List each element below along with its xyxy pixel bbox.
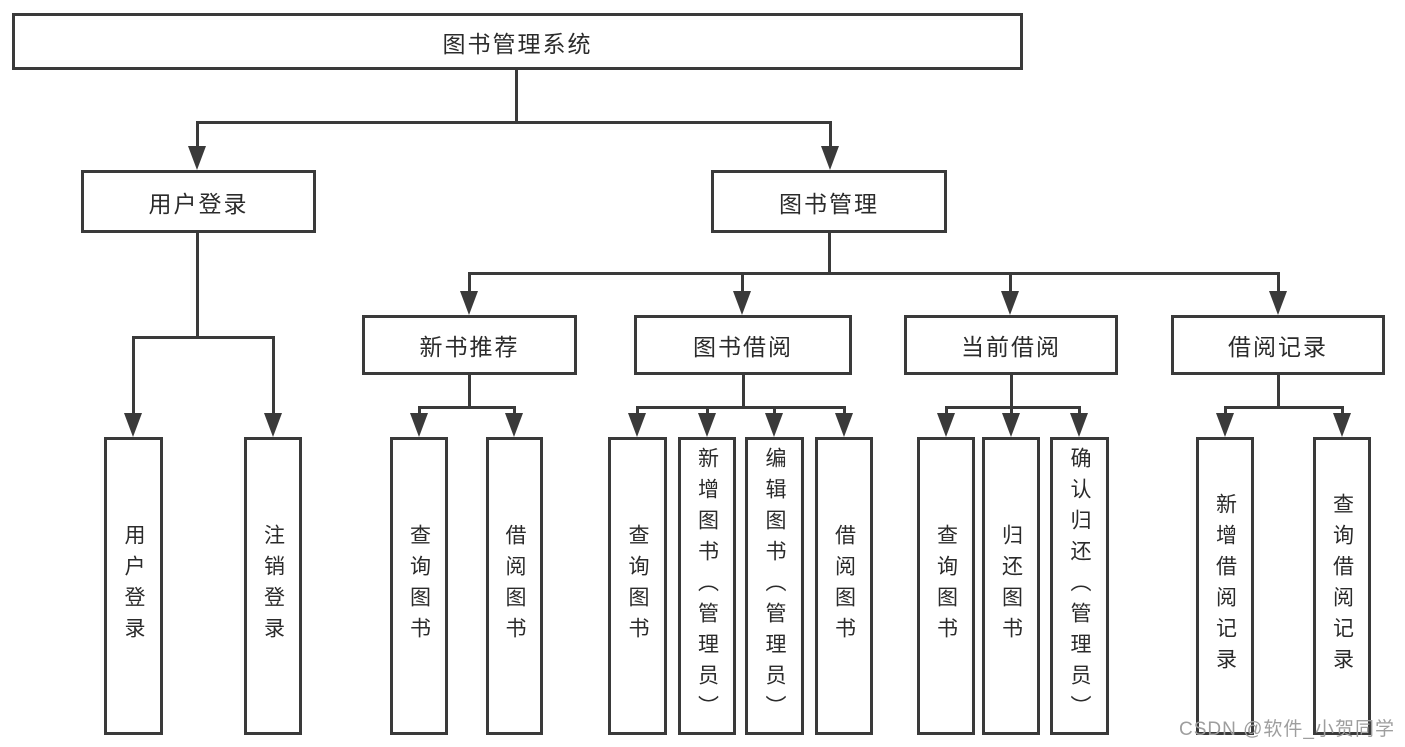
node-book-management: 图书管理 bbox=[711, 170, 947, 233]
connector-line bbox=[132, 336, 275, 339]
connector-line bbox=[196, 121, 832, 124]
node-borrow-records-label: 借阅记录 bbox=[1228, 334, 1328, 360]
arrowhead-down-icon bbox=[937, 413, 955, 437]
leaf-borrow-books-label: 借阅图书 bbox=[832, 524, 856, 648]
connector-line bbox=[1010, 375, 1013, 407]
leaf-add-books-admin: 新增图书（管理员） bbox=[678, 437, 736, 735]
node-user-login: 用户登录 bbox=[81, 170, 316, 233]
connector-line bbox=[741, 272, 744, 294]
connector-line bbox=[1078, 406, 1081, 416]
arrowhead-down-icon bbox=[505, 413, 523, 437]
leaf-confirm-return-admin: 确认归还（管理员） bbox=[1050, 437, 1109, 735]
connector-line bbox=[773, 406, 776, 416]
node-current-borrow: 当前借阅 bbox=[904, 315, 1118, 375]
node-root-label: 图书管理系统 bbox=[442, 30, 593, 57]
connector-line bbox=[468, 272, 471, 294]
node-new-book-recommend: 新书推荐 bbox=[362, 315, 577, 375]
csdn-watermark: CSDN @软件_小贺同学 bbox=[1179, 719, 1395, 740]
arrowhead-down-icon bbox=[1070, 413, 1088, 437]
connector-line bbox=[513, 406, 516, 416]
leaf-borrow-books: 借阅图书 bbox=[815, 437, 873, 735]
connector-line bbox=[945, 406, 948, 416]
connector-line bbox=[196, 121, 199, 149]
connector-line bbox=[1341, 406, 1344, 416]
leaf-confirm-return-admin-label: 确认归还（管理员） bbox=[1068, 446, 1091, 726]
arrowhead-down-icon bbox=[124, 413, 142, 437]
connector-line bbox=[1277, 272, 1280, 294]
connector-line bbox=[843, 406, 846, 416]
leaf-user-login-label: 用户登录 bbox=[122, 524, 145, 648]
leaf-add-borrow-record-label: 新增借阅记录 bbox=[1213, 493, 1237, 679]
leaf-current-query-books: 查询图书 bbox=[917, 437, 975, 735]
connector-line bbox=[196, 233, 199, 337]
connector-line bbox=[132, 336, 135, 416]
connector-line bbox=[1224, 406, 1227, 416]
arrowhead-down-icon bbox=[628, 413, 646, 437]
connector-line bbox=[515, 70, 518, 122]
arrowhead-down-icon bbox=[1333, 413, 1351, 437]
arrowhead-down-icon bbox=[733, 291, 751, 315]
leaf-query-borrow-record-label: 查询借阅记录 bbox=[1330, 493, 1354, 679]
leaf-query-borrow-record: 查询借阅记录 bbox=[1313, 437, 1371, 735]
leaf-edit-books-admin: 编辑图书（管理员） bbox=[745, 437, 804, 735]
connector-line bbox=[1009, 272, 1012, 294]
node-current-borrow-label: 当前借阅 bbox=[961, 334, 1061, 360]
connector-line bbox=[418, 406, 421, 416]
connector-line bbox=[636, 406, 846, 409]
node-book-borrow-label: 图书借阅 bbox=[693, 334, 793, 360]
node-book-borrow: 图书借阅 bbox=[634, 315, 852, 375]
arrowhead-down-icon bbox=[1269, 291, 1287, 315]
node-new-book-recommend-label: 新书推荐 bbox=[419, 334, 520, 360]
leaf-recommend-query-books-label: 查询图书 bbox=[407, 524, 431, 648]
connector-line bbox=[1277, 375, 1280, 407]
connector-line bbox=[272, 336, 275, 416]
leaf-add-borrow-record: 新增借阅记录 bbox=[1196, 437, 1254, 735]
arrowhead-down-icon bbox=[264, 413, 282, 437]
connector-line bbox=[945, 406, 1081, 409]
arrowhead-down-icon bbox=[698, 413, 716, 437]
connector-line bbox=[418, 406, 516, 409]
leaf-return-books: 归还图书 bbox=[982, 437, 1040, 735]
connector-line bbox=[828, 233, 831, 273]
arrowhead-down-icon bbox=[460, 291, 478, 315]
connector-line bbox=[468, 375, 471, 407]
node-borrow-records: 借阅记录 bbox=[1171, 315, 1385, 375]
leaf-logout: 注销登录 bbox=[244, 437, 302, 735]
arrowhead-down-icon bbox=[821, 146, 839, 170]
arrowhead-down-icon bbox=[1001, 291, 1019, 315]
arrowhead-down-icon bbox=[765, 413, 783, 437]
node-book-management-label: 图书管理 bbox=[779, 190, 879, 217]
leaf-recommend-query-books: 查询图书 bbox=[390, 437, 448, 735]
leaf-current-query-books-label: 查询图书 bbox=[934, 524, 958, 648]
leaf-borrow-query-books: 查询图书 bbox=[608, 437, 667, 735]
connector-line bbox=[1224, 406, 1344, 409]
connector-line bbox=[742, 375, 745, 407]
leaf-user-login: 用户登录 bbox=[104, 437, 163, 735]
connector-line bbox=[706, 406, 709, 416]
arrowhead-down-icon bbox=[1002, 413, 1020, 437]
leaf-recommend-borrow-books: 借阅图书 bbox=[486, 437, 543, 735]
arrowhead-down-icon bbox=[835, 413, 853, 437]
connector-line bbox=[829, 121, 832, 149]
node-root: 图书管理系统 bbox=[12, 13, 1023, 70]
arrowhead-down-icon bbox=[1216, 413, 1234, 437]
leaf-borrow-query-books-label: 查询图书 bbox=[626, 524, 649, 648]
arrowhead-down-icon bbox=[188, 146, 206, 170]
arrowhead-down-icon bbox=[410, 413, 428, 437]
leaf-edit-books-admin-label: 编辑图书（管理员） bbox=[763, 446, 786, 726]
connector-line bbox=[468, 272, 1280, 275]
leaf-logout-label: 注销登录 bbox=[261, 524, 285, 648]
leaf-recommend-borrow-books-label: 借阅图书 bbox=[503, 524, 526, 648]
connector-line bbox=[636, 406, 639, 416]
leaf-add-books-admin-label: 新增图书（管理员） bbox=[695, 446, 719, 726]
connector-line bbox=[1010, 406, 1013, 416]
leaf-return-books-label: 归还图书 bbox=[999, 524, 1023, 648]
node-user-login-label: 用户登录 bbox=[148, 190, 249, 217]
